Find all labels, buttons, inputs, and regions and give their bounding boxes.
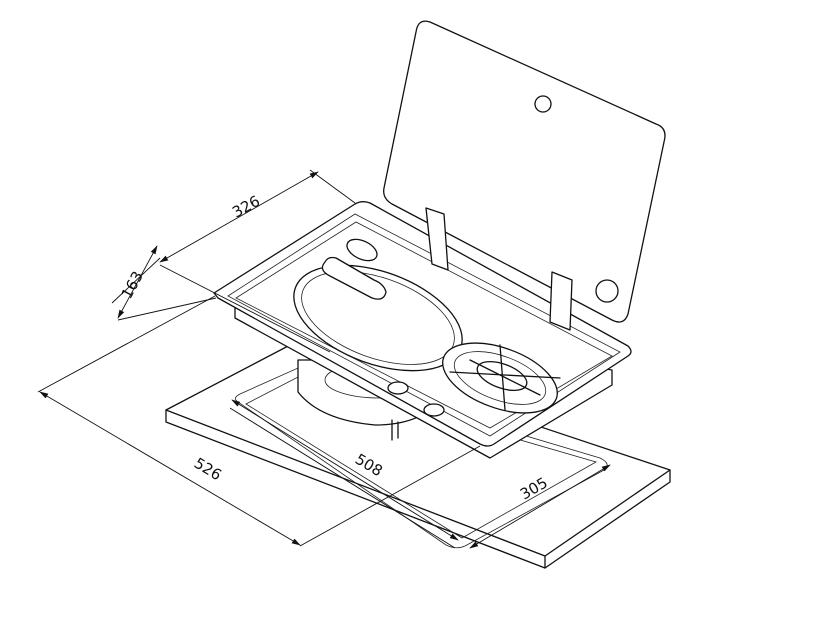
dimension-lines <box>37 169 611 549</box>
dim-overall-width-label: 526 <box>191 454 225 484</box>
knob-icon <box>423 403 445 417</box>
dim-depth-label: 326 <box>229 192 263 222</box>
tap-icon <box>321 256 387 300</box>
lid-hole <box>534 95 552 113</box>
hinges <box>425 207 573 331</box>
glass-lid <box>383 20 666 323</box>
logo-icon <box>595 279 619 303</box>
sink-hob-body <box>213 201 632 459</box>
knob-icon <box>387 381 409 395</box>
gas-burner <box>442 342 561 414</box>
